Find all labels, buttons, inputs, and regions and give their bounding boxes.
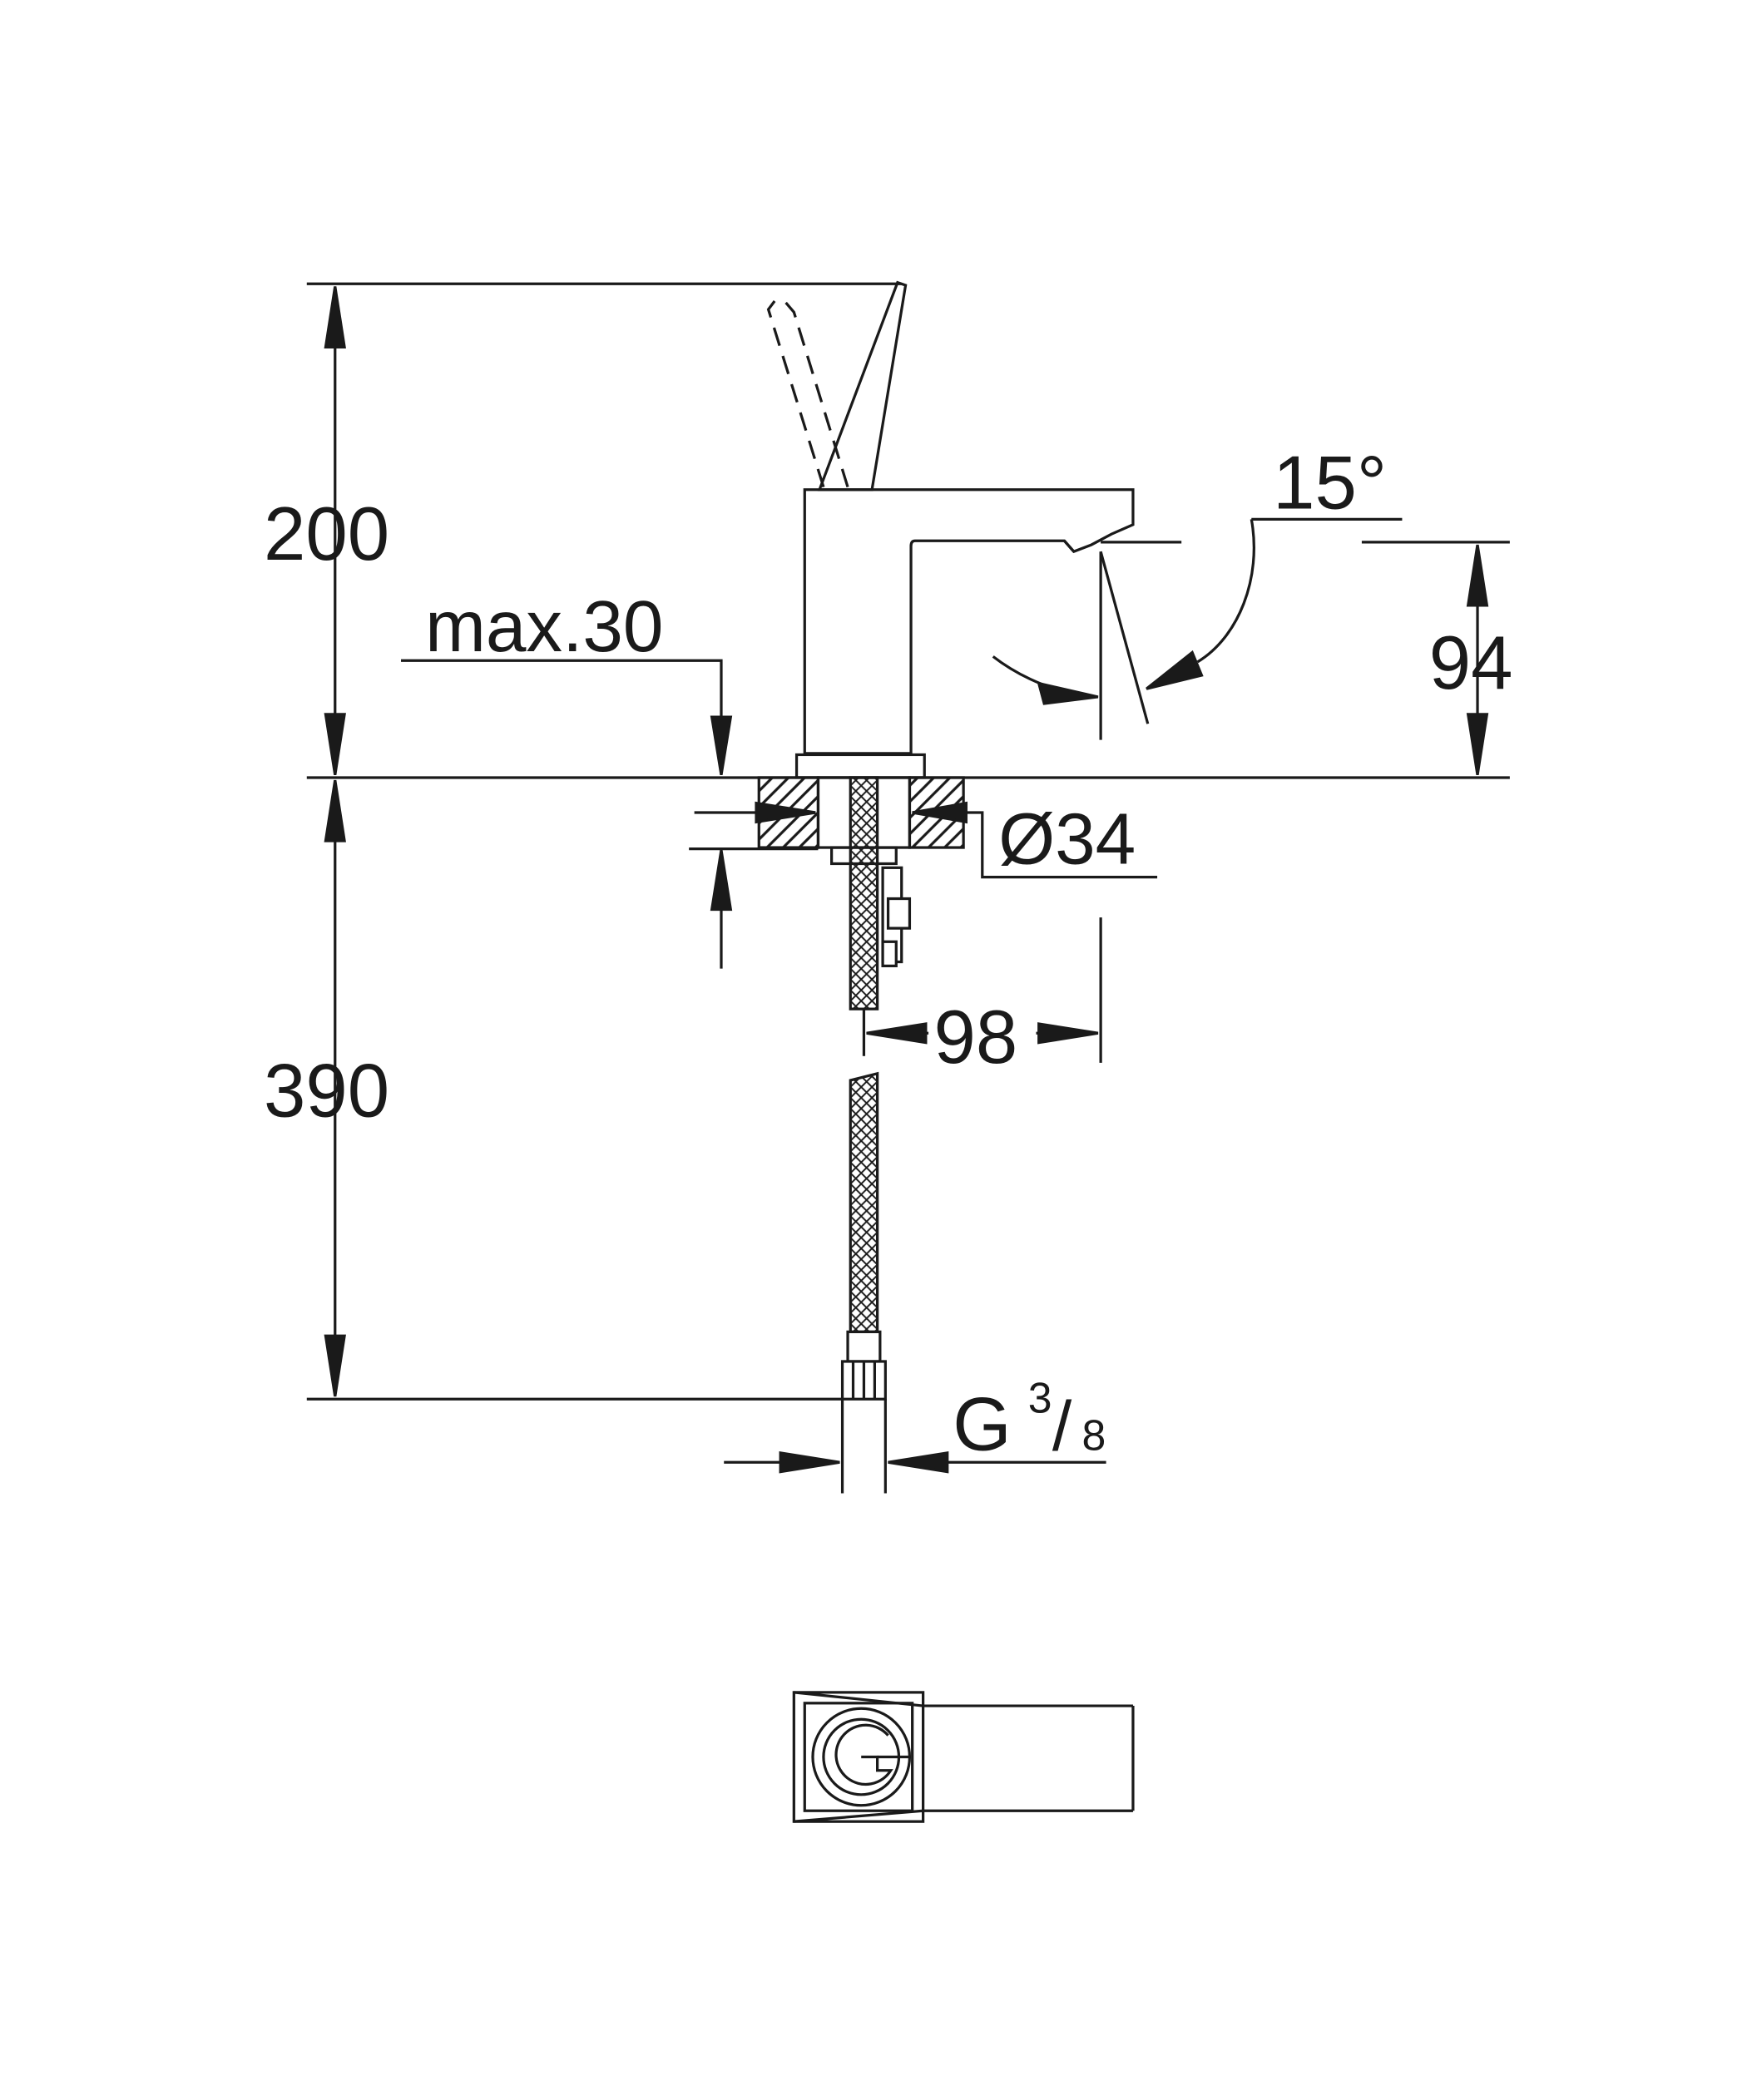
supply-hose-upper	[849, 776, 912, 1010]
label-200: 200	[264, 492, 389, 576]
label-max30: max.30	[425, 586, 663, 667]
label-angle-15: 15°	[1273, 441, 1387, 525]
label-98: 98	[934, 996, 1018, 1080]
dimension-94	[1361, 541, 1510, 775]
label-94: 94	[1429, 621, 1513, 705]
handle-alternate-position	[766, 298, 849, 488]
top-view	[792, 1691, 1135, 1823]
label-diameter-34: Ø34	[998, 798, 1136, 879]
dimension-98	[862, 917, 1102, 1063]
dimension-max30	[401, 659, 819, 969]
label-thread-g: G	[953, 1383, 1011, 1467]
supply-hose-lower	[840, 1071, 887, 1401]
dimension-angle-15	[992, 517, 1403, 740]
faucet-body	[803, 488, 1135, 755]
label-390: 390	[264, 1050, 389, 1134]
label-thread-numerator: 3	[1028, 1373, 1052, 1421]
handle-lever	[817, 280, 908, 492]
label-thread-slash: /	[1052, 1387, 1072, 1465]
dimension-390	[306, 779, 843, 1401]
label-thread-denominator: 8	[1081, 1411, 1106, 1460]
dimension-thread	[724, 1399, 1106, 1494]
dimension-200	[306, 282, 1510, 779]
dimension-diameter-34	[694, 801, 1158, 879]
